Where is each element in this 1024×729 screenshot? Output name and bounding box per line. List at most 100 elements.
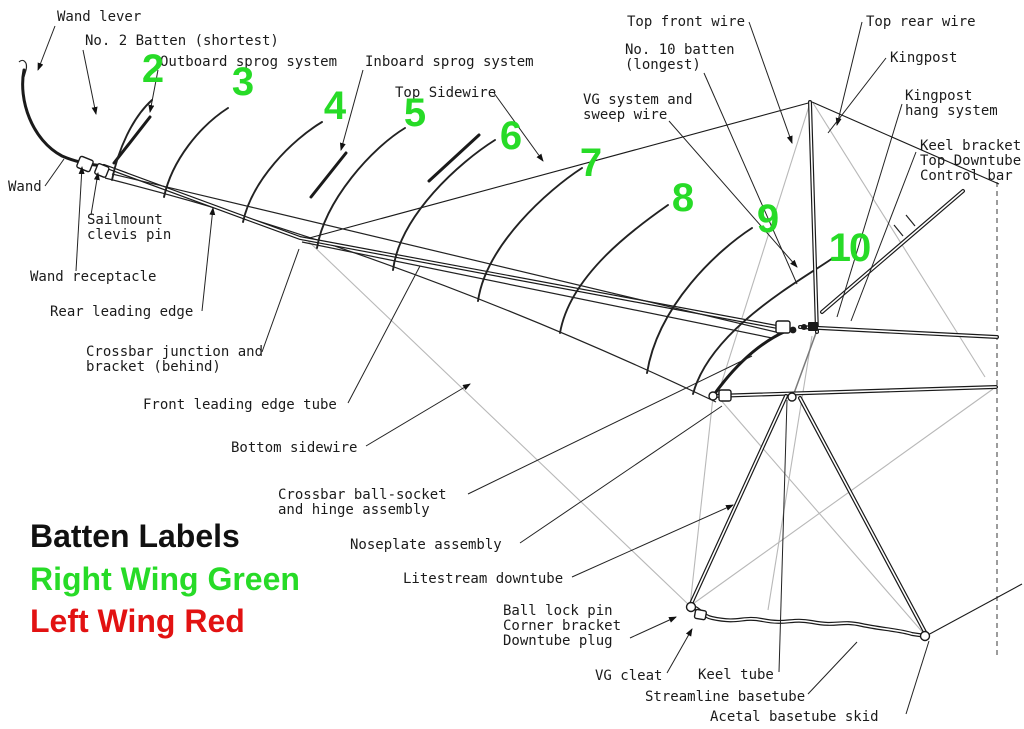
mid-sprog-tube xyxy=(427,133,481,183)
leader-kingpost-hang xyxy=(836,103,903,318)
leader-litestream-downtube xyxy=(571,504,734,578)
label-front-leading-edge: Front leading edge tube xyxy=(143,397,337,413)
batten-8 xyxy=(559,204,669,334)
leader-wand-receptacle xyxy=(75,166,85,272)
legend-title: Batten Labels xyxy=(30,518,240,554)
leader-top-sidewire xyxy=(493,92,544,162)
leader-crossbar-junction xyxy=(261,248,300,353)
label-acetal-basetube-skid: Acetal basetube skid xyxy=(710,709,879,725)
leader-no2-batten xyxy=(82,49,98,115)
label-keel-tube: Keel tube xyxy=(698,667,774,683)
label-no10-batten: No. 10 batten(longest) xyxy=(625,42,735,73)
crossbar-tube xyxy=(301,241,773,339)
leader-acetal-basetube-skid xyxy=(905,640,930,715)
label-noseplate: Noseplate assembly xyxy=(350,537,502,553)
apex-fitting xyxy=(787,392,797,402)
batten-10 xyxy=(692,257,834,395)
wand-lever-tip xyxy=(18,59,28,78)
label-streamline-basetube: Streamline basetube xyxy=(645,689,805,705)
bottom-rear-wire-left xyxy=(689,388,994,607)
batten-5 xyxy=(316,127,406,249)
leader-top-front-wire xyxy=(748,21,793,144)
junction-bolt-1 xyxy=(789,326,797,334)
rear-sprog-collar-2 xyxy=(905,214,916,227)
batten-number-6: 6 xyxy=(500,114,521,158)
label-top-rear-wire: Top rear wire xyxy=(866,14,976,30)
hang-strap xyxy=(792,332,817,397)
top-front-wire-line xyxy=(717,102,811,395)
label-top-sidewire: Top Sidewire xyxy=(395,85,496,101)
left-top-sidewire-line xyxy=(811,101,1000,185)
label-wand-lever: Wand lever xyxy=(57,9,141,25)
label-bottom-sidewire: Bottom sidewire xyxy=(231,440,357,456)
left-downtube-core xyxy=(689,395,787,607)
left-corner-bracket xyxy=(685,601,697,613)
label-wand-receptacle: Wand receptacle xyxy=(30,269,156,285)
leader-noseplate xyxy=(519,405,723,544)
junction-bracket xyxy=(775,320,791,334)
rigging-wires-black xyxy=(301,101,1023,637)
control-frame xyxy=(685,392,931,642)
battens xyxy=(111,99,834,395)
sail-trailing-edge xyxy=(104,177,717,403)
batten-6 xyxy=(392,139,496,271)
top-rear-wire-line xyxy=(812,102,986,378)
right-corner-bracket xyxy=(919,630,931,642)
leader-front-leading-edge xyxy=(347,265,421,404)
keel-bracket-junction xyxy=(775,320,818,334)
leader-keel-bracket xyxy=(850,151,917,322)
center-frame xyxy=(708,100,999,402)
label-litestream-downtube: Litestream downtube xyxy=(403,571,563,587)
batten-number-8: 8 xyxy=(672,176,694,220)
vg-cleat-fitting xyxy=(693,608,707,621)
noseplate-fitting xyxy=(718,389,732,402)
top-sidewire-line xyxy=(301,101,813,241)
leader-outboard-sprog xyxy=(148,69,159,113)
leader-rear-leading-edge xyxy=(201,207,216,312)
leader-top-rear-wire xyxy=(835,21,863,126)
leader-crossbar-ball-socket xyxy=(467,355,753,495)
label-leader-lines xyxy=(37,21,930,715)
vg-rope xyxy=(767,335,813,611)
right-downtube-core xyxy=(799,397,927,635)
label-no2-batten: No. 2 Batten (shortest) xyxy=(85,33,279,49)
streamline-basetube-core xyxy=(689,605,927,637)
label-top-front-wire: Top front wire xyxy=(627,14,745,30)
legend: Batten Labels Right Wing Green Left Wing… xyxy=(30,518,300,639)
leader-no10-batten xyxy=(703,72,798,285)
batten-7 xyxy=(477,167,583,302)
batten-number-7: 7 xyxy=(580,141,601,185)
batten-number-10: 10 xyxy=(829,226,870,270)
leader-inboard-sprog xyxy=(339,69,364,151)
batten-9 xyxy=(646,227,753,374)
legend-right-wing: Right Wing Green xyxy=(30,561,300,597)
batten-4 xyxy=(242,121,323,223)
leading-edge-tube-core xyxy=(103,165,789,330)
right-wing xyxy=(18,59,834,403)
wand-tube xyxy=(21,68,106,168)
batten-number-3: 3 xyxy=(232,60,253,104)
batten-2 xyxy=(111,99,153,181)
leader-sailmount xyxy=(90,172,100,216)
sail-root-curve xyxy=(711,329,788,398)
leader-streamline-basetube xyxy=(807,641,858,695)
left-leading-edge-core xyxy=(799,326,998,338)
leader-vg-cleat xyxy=(666,628,693,674)
legend-left-wing: Left Wing Red xyxy=(30,603,245,639)
batten-number-9: 9 xyxy=(757,197,778,241)
label-wand: Wand xyxy=(8,179,42,195)
wand-receptacle-fitting xyxy=(76,155,94,173)
bottom-front-wire-right xyxy=(718,397,926,636)
rear-sprog-core xyxy=(821,190,964,313)
bottom-sidewire-line xyxy=(304,237,691,607)
batten-number-5: 5 xyxy=(404,91,426,135)
kingpost-tube-core xyxy=(809,101,818,333)
label-kingpost: Kingpost xyxy=(890,50,957,66)
